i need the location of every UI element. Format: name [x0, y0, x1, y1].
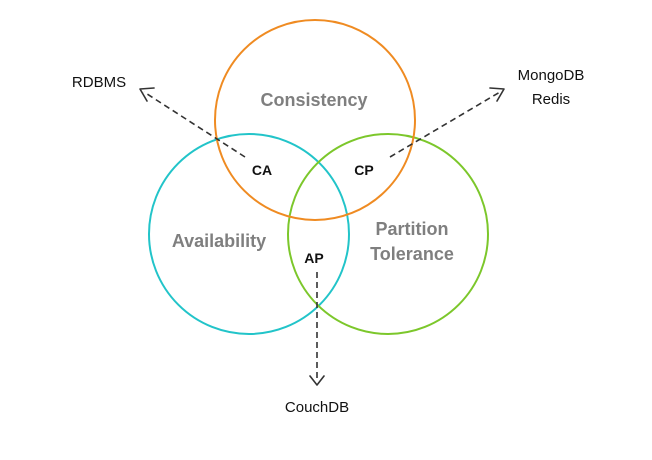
ap-to-couchdb-arrow: [309, 272, 325, 386]
redis-label: Redis: [532, 91, 570, 108]
partition-label-line1: Partition: [375, 219, 448, 239]
cp-region-label: CP: [354, 162, 373, 178]
availability-circle: [148, 133, 350, 335]
cp-to-mongodb-arrow: [389, 87, 505, 158]
ca-to-rdbms-arrow: [139, 87, 246, 158]
partition-tolerance-circle: [287, 133, 489, 335]
consistency-label: Consistency: [260, 90, 367, 110]
ca-region-label: CA: [252, 162, 272, 178]
mongodb-label: MongoDB: [518, 67, 585, 84]
rdbms-label: RDBMS: [72, 74, 126, 91]
availability-label: Availability: [172, 231, 266, 251]
couchdb-label: CouchDB: [285, 399, 349, 416]
ap-region-label: AP: [304, 250, 323, 266]
consistency-circle: [214, 19, 416, 221]
partition-label-line2: Tolerance: [370, 244, 454, 264]
